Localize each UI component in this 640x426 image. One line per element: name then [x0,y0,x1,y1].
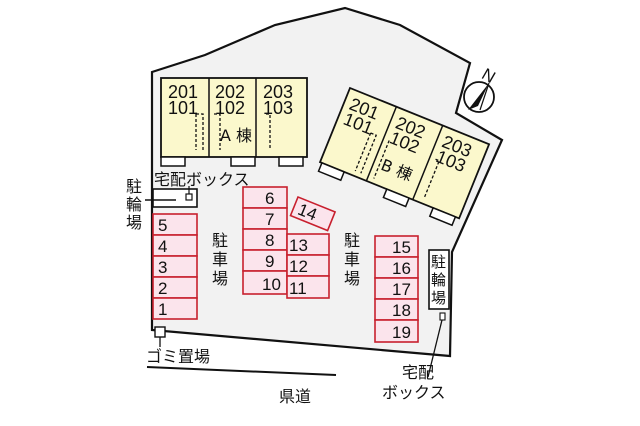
parking-space-6: 6 [265,189,274,208]
road-label: 県道 [279,387,311,406]
parking-center-left-column [242,186,288,295]
parking-space-17: 17 [392,280,411,299]
bike-parking-right-label-2: 輪 [431,271,446,289]
parking-space-5: 5 [158,216,167,235]
parking-space-16: 16 [392,259,411,278]
parking-center-label-2: 車 [212,250,228,269]
parking-space-9: 9 [265,252,274,271]
parking-space-19: 19 [392,323,411,342]
parking-right-label-3: 場 [344,269,360,288]
parking-space-1: 1 [158,300,167,319]
parking-space-13: 13 [289,236,308,255]
unit-a-202: 202 [215,82,245,102]
building-b: 201 101 202 102 203 103 B 棟 [317,86,491,227]
parking-space-8: 8 [265,231,274,250]
parking-right-label-1: 駐 [344,231,360,250]
parking-right-label-2: 車 [344,250,360,269]
parking-space-3: 3 [158,258,167,277]
parking-space-7: 7 [265,210,274,229]
parking-center-label-3: 場 [212,269,228,288]
parking-right-column [374,235,419,343]
bike-parking-right: 駐 輪 場 [427,249,450,378]
bike-parking-right-label-3: 場 [431,289,446,307]
unit-a-101: 101 [168,98,198,118]
delivery-box-right-icon [439,312,446,321]
delivery-box-bottom-label-1: 宅配 [402,363,434,382]
garbage-area-icon [154,326,166,338]
parking-space-18: 18 [392,301,411,320]
parking-space-12: 12 [289,257,308,276]
unit-a-203: 203 [263,82,293,102]
delivery-box-bottom-label-2: ボックス [382,383,446,402]
building-a-label: A 棟 [220,126,252,145]
bike-parking-right-label-1: 駐 [431,253,446,271]
bike-parking-left-label-2: 輪 [126,195,142,214]
parking-space-2: 2 [158,279,167,298]
parking-center-label-1: 駐 [212,231,228,250]
north-arrow-icon [468,83,489,110]
unit-a-103: 103 [263,98,293,118]
parking-space-15: 15 [392,238,411,257]
bike-parking-left-label-3: 場 [126,213,142,232]
compass: N [463,64,499,113]
bike-parking-left-label-1: 駐 [126,177,142,196]
parking-space-11: 11 [289,279,307,298]
parking-space-14-area: 14 [289,195,337,232]
parking-space-4: 4 [158,237,167,256]
parking-center-right-column [286,233,330,299]
bike-parking-left: 駐 輪 場 宅配ボックス [126,170,250,232]
parking-left-column [152,213,198,320]
unit-a-201: 201 [168,82,198,102]
building-a: 201 101 202 102 203 103 A 棟 [160,77,308,167]
unit-a-102: 102 [215,98,245,118]
garbage-area-label: ゴミ置場 [146,347,210,366]
road-edge-line [146,366,337,376]
delivery-box-top-label: 宅配ボックス [154,170,250,189]
parking-space-10: 10 [262,275,281,294]
